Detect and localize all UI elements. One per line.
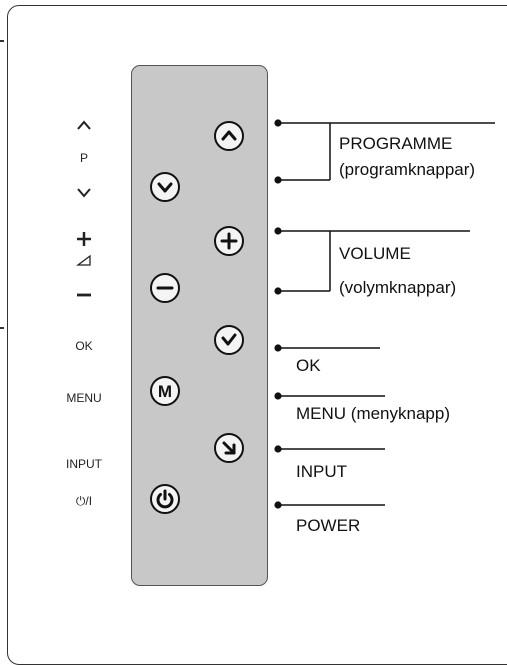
leader-dot bbox=[274, 445, 282, 453]
power-button[interactable] bbox=[150, 484, 180, 514]
power-icon bbox=[156, 489, 174, 509]
minus-icon bbox=[74, 287, 94, 305]
leader-dot bbox=[274, 119, 282, 127]
legend-ok-label: OK bbox=[75, 339, 93, 353]
volume-icon bbox=[74, 253, 94, 272]
callout-menu: MENU (menyknapp) bbox=[296, 404, 450, 423]
checkmark-icon bbox=[221, 333, 237, 346]
chevron-down-icon bbox=[157, 182, 173, 193]
callout-programme-sub: (programknappar) bbox=[339, 160, 476, 179]
leader-dot bbox=[274, 392, 282, 400]
legend-input-label: INPUT bbox=[66, 457, 102, 471]
leader-dot bbox=[274, 501, 282, 509]
volume-down-button[interactable] bbox=[150, 273, 180, 303]
leader-dot bbox=[274, 344, 282, 352]
menu-m-glyph: M bbox=[157, 381, 173, 401]
callout-volume: VOLUME bbox=[339, 244, 411, 263]
input-button[interactable] bbox=[214, 433, 244, 463]
menu-button[interactable]: M bbox=[150, 376, 180, 406]
ok-button[interactable] bbox=[214, 325, 244, 355]
leader-lines bbox=[274, 119, 495, 509]
leader-dot bbox=[274, 227, 282, 235]
programme-up-button[interactable] bbox=[214, 121, 244, 151]
callout-power: POWER bbox=[296, 516, 361, 535]
volume-up-button[interactable] bbox=[214, 226, 244, 256]
plus-icon bbox=[220, 232, 238, 250]
legend-menu-label: MENU bbox=[66, 391, 102, 405]
edge-mark bbox=[0, 327, 4, 329]
callout-ok: OK bbox=[296, 356, 321, 375]
legend-p-label: P bbox=[79, 151, 88, 165]
down-arrow-icon bbox=[74, 186, 94, 205]
minus-icon bbox=[156, 286, 174, 290]
leader-dot bbox=[274, 176, 282, 184]
callout-input: INPUT bbox=[296, 462, 347, 481]
arrow-down-right-icon bbox=[222, 441, 236, 455]
callout-volume-sub: (volymknappar) bbox=[339, 278, 457, 297]
up-arrow-icon bbox=[74, 118, 94, 137]
legend-power-label: ⏻/I bbox=[75, 494, 93, 508]
callout-programme: PROGRAMME bbox=[339, 134, 453, 153]
plus-icon bbox=[74, 229, 94, 254]
leader-dot bbox=[274, 287, 282, 295]
chevron-up-icon bbox=[221, 130, 237, 141]
edge-mark bbox=[0, 40, 4, 42]
programme-down-button[interactable] bbox=[150, 172, 180, 202]
